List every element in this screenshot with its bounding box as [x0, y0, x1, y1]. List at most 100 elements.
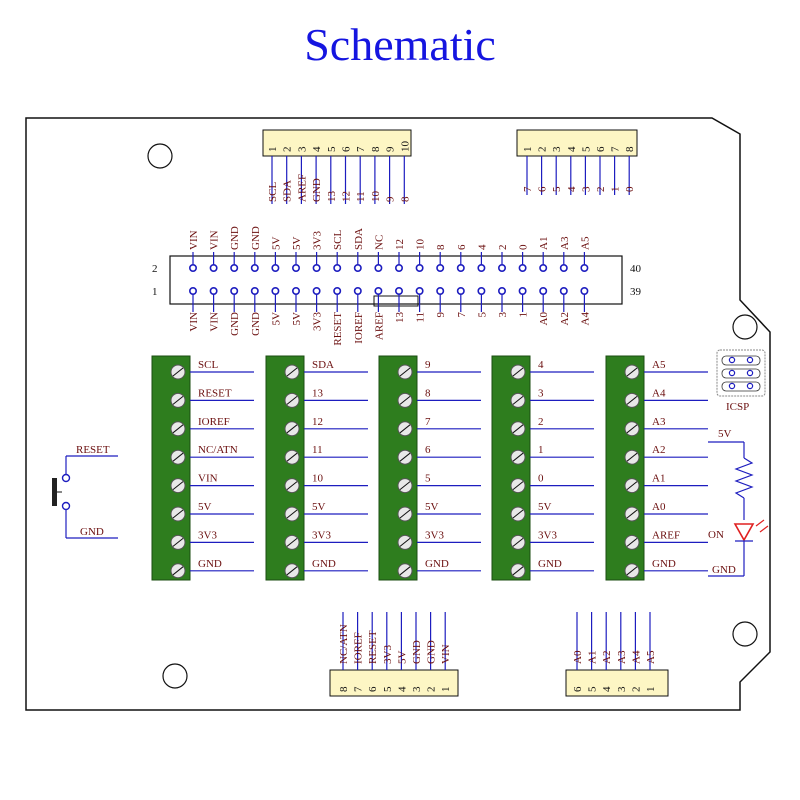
mounting-hole: [162, 663, 188, 689]
terminal-label: GND: [425, 558, 449, 570]
terminal-screw-slot: [286, 424, 298, 434]
main-header-top-pin: [333, 263, 342, 272]
main-header-bottom-label: A4: [579, 312, 591, 326]
terminal-label: VIN: [198, 473, 218, 485]
mounting-hole: [732, 314, 758, 340]
reset-contact-bottom: [61, 501, 71, 511]
terminal-label: A5: [652, 359, 666, 371]
reset-contact-top: [61, 473, 71, 483]
main-header-top-pin: [353, 263, 362, 272]
terminal-screw-slot: [399, 367, 411, 377]
main-header-pin-2: 2: [152, 263, 158, 275]
main-header-top-label: 5V: [270, 237, 282, 251]
page-title: Schematic: [304, 19, 496, 70]
main-header-top-label: GND: [229, 226, 241, 250]
main-header-bottom-label: A2: [559, 312, 571, 325]
terminal-screw-slot: [626, 538, 638, 547]
main-header-top-label: 8: [435, 244, 447, 250]
main-header-top-pin: [271, 263, 280, 272]
terminal-label: 5V: [425, 501, 439, 513]
terminal-label: RESET: [198, 387, 232, 399]
top-left-pin-label: AREF: [296, 174, 308, 202]
top-right-pin-label: 4: [566, 186, 578, 192]
main-header-bottom-label: 5V: [291, 312, 303, 326]
led-supply-label: 5V: [718, 428, 732, 440]
terminal-screw-slot: [626, 424, 638, 434]
top-left-pin-number: 7: [355, 146, 367, 152]
terminal-screw-slot: [172, 452, 184, 462]
main-header-top-pin: [415, 263, 424, 272]
top-right-header-body: [516, 129, 638, 157]
bottom-left-pin-number: 7: [353, 686, 365, 692]
terminal-label: 4: [538, 359, 544, 371]
top-left-pin-label: 9: [385, 196, 397, 202]
main-header-bottom-label: 13: [394, 312, 406, 324]
bottom-right-header-body: [565, 669, 669, 697]
bottom-right-pin-number: 4: [601, 686, 613, 692]
bottom-left-header-body: [329, 669, 459, 697]
bottom-right-pin-number: 3: [616, 686, 628, 692]
main-header-pin-40: 40: [630, 263, 642, 275]
main-header-bottom-pin: [559, 286, 568, 295]
icsp-label: ICSP: [726, 401, 749, 413]
terminal-label: GND: [198, 558, 222, 570]
terminal-screw-slot: [626, 509, 638, 519]
bottom-left-pin-label: 5V: [396, 651, 408, 665]
main-header-top-label: VIN: [188, 230, 200, 250]
terminal-label: 13: [312, 387, 324, 399]
icsp-pin-pair: [721, 368, 761, 379]
bottom-left-pin-label: 3V3: [382, 645, 394, 664]
main-header-top-label: 4: [476, 244, 488, 250]
main-header-top-pin: [580, 263, 589, 272]
bottom-left-pin-label: VIN: [440, 644, 452, 664]
main-header-top-pin: [518, 263, 527, 272]
main-header-bottom-label: 7: [456, 312, 468, 318]
top-left-pin-label: SDA: [282, 180, 294, 202]
terminal-label: A4: [652, 387, 666, 399]
terminal-screw-slot: [172, 538, 184, 547]
top-right-pin-label: 0: [624, 186, 636, 192]
icsp-pin-pair: [721, 355, 761, 366]
terminal-screw-slot: [172, 481, 184, 490]
main-header-top-pin: [250, 263, 259, 272]
icsp-pin: [746, 382, 754, 390]
main-header-bottom-label: AREF: [373, 312, 385, 340]
terminal-screw-slot: [512, 481, 524, 490]
main-header-top-label: A1: [538, 237, 550, 250]
bottom-right-pin-label: A2: [601, 651, 613, 664]
terminal-screw-slot: [399, 452, 411, 462]
main-header-top-pin: [477, 263, 486, 272]
terminal-label: 3V3: [425, 529, 444, 541]
icsp-pin-pair: [721, 381, 761, 392]
bottom-right-pin-label: A0: [572, 650, 584, 664]
top-right-pin-label: 1: [610, 187, 622, 193]
terminal-screw-slot: [286, 452, 298, 462]
terminal-screw-slot: [626, 367, 638, 377]
terminal-screw-slot: [626, 452, 638, 462]
main-header-top-pin: [436, 263, 445, 272]
terminal-label: 0: [538, 473, 544, 485]
mounting-hole: [147, 143, 173, 169]
bottom-right-pin-number: 6: [572, 686, 584, 692]
top-left-pin-number: 4: [311, 146, 323, 152]
top-right-pin-label: 5: [551, 186, 563, 192]
bottom-left-pin-number: 2: [426, 687, 438, 693]
main-header-bottom-pin: [539, 286, 548, 295]
top-right-pin-label: 2: [595, 187, 607, 193]
terminal-label: 3V3: [198, 529, 217, 541]
terminal-label: SDA: [312, 359, 334, 371]
terminal-screw-slot: [172, 367, 184, 377]
main-header-top-label: A5: [579, 236, 591, 250]
main-header-top-label: VIN: [209, 230, 221, 250]
terminal-label: NC/ATN: [198, 444, 238, 456]
terminal-label: 2: [538, 416, 544, 428]
terminal-label: 5V: [538, 501, 552, 513]
terminal-screw-slot: [512, 509, 524, 519]
main-header-top-pin: [497, 263, 506, 272]
main-header-bottom-label: 3V3: [312, 312, 324, 331]
main-header-top-pin: [559, 263, 568, 272]
top-right-pin-number: 2: [537, 147, 549, 153]
top-left-pin-label: 10: [370, 191, 382, 203]
main-header-bottom-pin: [374, 286, 383, 295]
top-left-pin-number: 2: [282, 147, 294, 153]
